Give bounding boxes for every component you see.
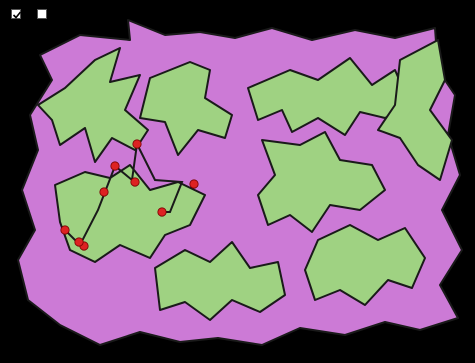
vertex-handle[interactable] [75, 238, 83, 246]
tile-layer [18, 20, 462, 345]
vertex-handle[interactable] [111, 162, 119, 170]
checkbox-checked[interactable] [11, 9, 21, 19]
vertex-handle[interactable] [190, 180, 198, 188]
checkbox-unchecked[interactable] [37, 9, 47, 19]
empty-box-icon [38, 10, 48, 20]
vertex-handle[interactable] [131, 178, 139, 186]
vertex-handle[interactable] [100, 188, 108, 196]
vertex-handle[interactable] [133, 140, 141, 148]
checkmark-icon [12, 10, 22, 20]
vertex-handle[interactable] [61, 226, 69, 234]
vertex-handle[interactable] [158, 208, 166, 216]
